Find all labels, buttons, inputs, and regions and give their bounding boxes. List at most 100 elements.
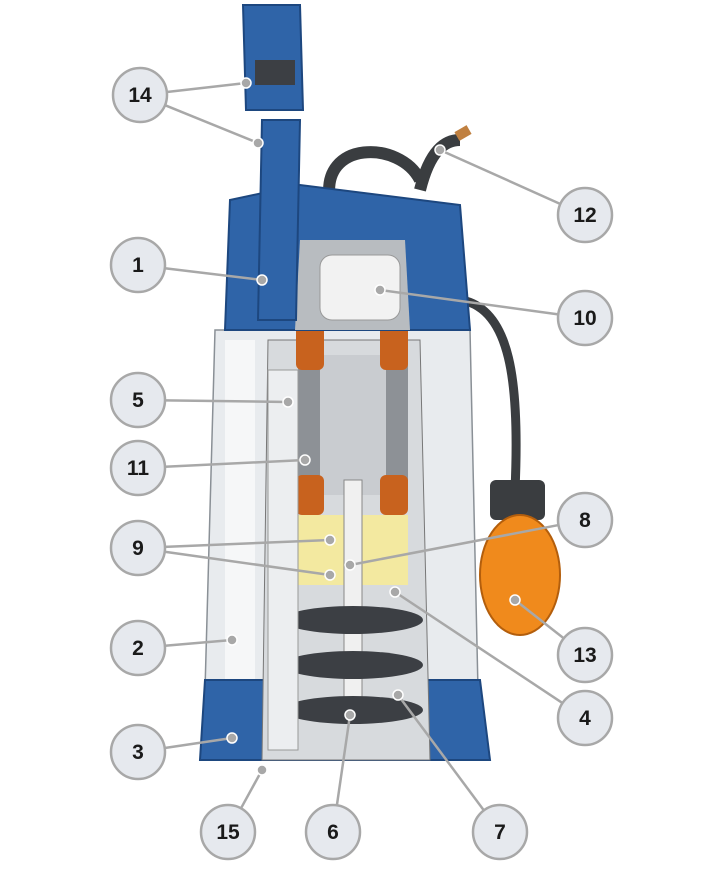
callout-number: 15 — [216, 821, 240, 844]
callout-number: 3 — [132, 741, 144, 764]
callout-number: 9 — [132, 537, 144, 560]
callout-4: 4 — [389, 586, 614, 747]
outlet-pipe — [256, 119, 302, 321]
leader-dot — [256, 764, 268, 776]
leader-line — [379, 288, 559, 316]
leader-dot — [252, 137, 264, 149]
callout-3: 3 — [109, 723, 238, 781]
callout-circle — [556, 491, 614, 549]
leader-line — [164, 638, 233, 647]
leader-line — [349, 523, 559, 567]
callout-circle — [109, 723, 167, 781]
leader-dot — [344, 559, 356, 571]
callout-11: 11 — [109, 439, 311, 497]
leader-dot — [299, 454, 311, 466]
leader-dot — [324, 534, 336, 546]
leader-line — [164, 267, 263, 282]
callout-circle — [304, 803, 362, 861]
callout-circle — [109, 439, 167, 497]
leader-dot — [226, 634, 238, 646]
leader-dot — [344, 709, 356, 721]
callout-circle — [556, 689, 614, 747]
callout-number: 8 — [579, 509, 591, 532]
callout-number: 13 — [573, 644, 596, 667]
leader-line — [239, 769, 264, 809]
rotor — [320, 355, 386, 495]
callout-circle — [199, 803, 257, 861]
cable-connector — [454, 125, 472, 141]
leader-line — [164, 104, 259, 145]
leader-dot — [374, 284, 386, 296]
check-valve — [255, 60, 295, 85]
callout-circle — [556, 186, 614, 244]
impeller-1 — [283, 606, 423, 634]
leader-line — [335, 714, 352, 806]
leader-dot — [509, 594, 521, 606]
callout-10: 10 — [374, 284, 614, 347]
impeller-3 — [283, 696, 423, 724]
leader-line — [164, 550, 331, 577]
callout-number: 4 — [579, 707, 591, 730]
leader-line — [439, 148, 561, 206]
callout-number: 14 — [128, 84, 152, 107]
callout-number: 12 — [573, 204, 596, 227]
callout-6: 6 — [304, 709, 362, 861]
capacitor — [319, 254, 401, 321]
callout-8: 8 — [344, 491, 614, 571]
casing-highlight — [225, 340, 255, 680]
leader-dot — [226, 732, 238, 744]
callout-15: 15 — [199, 764, 268, 861]
callout-circle — [109, 236, 167, 294]
callout-2: 2 — [109, 619, 238, 677]
power-cable — [323, 146, 426, 201]
callout-5: 5 — [109, 371, 294, 429]
winding-top-right — [380, 325, 408, 370]
callout-number: 11 — [127, 457, 150, 480]
leader-line — [164, 458, 306, 468]
callout-12: 12 — [434, 144, 614, 244]
leader-line — [164, 399, 289, 404]
leader-line — [166, 81, 247, 94]
winding-bottom-right — [380, 475, 408, 515]
callout-1: 1 — [109, 236, 268, 294]
shaft — [343, 479, 363, 721]
leader-dot — [392, 689, 404, 701]
leader-line — [394, 590, 564, 705]
callout-circle — [109, 371, 167, 429]
leader-line — [514, 599, 565, 640]
float-cable — [460, 295, 521, 491]
leader-dot — [282, 396, 294, 408]
callout-circle — [471, 803, 529, 861]
float-switch — [479, 514, 561, 636]
callouts: 14 12 1 10 5 11 8 9 2 13 4 3 15 6 7 — [109, 66, 614, 861]
float-holder — [490, 480, 545, 520]
winding-top-left — [296, 325, 324, 370]
leader-line — [396, 694, 485, 812]
leader-dot — [389, 586, 401, 598]
callout-14: 14 — [111, 66, 264, 149]
callout-number: 1 — [132, 254, 144, 277]
callout-13: 13 — [509, 594, 614, 684]
leader-dot — [256, 274, 268, 286]
callout-circle — [111, 66, 169, 124]
callout-9: 9 — [109, 519, 336, 581]
delivery-pipe — [267, 369, 299, 751]
winding-bottom-left — [296, 475, 324, 515]
callout-number: 6 — [327, 821, 339, 844]
leader-line — [164, 538, 331, 549]
callout-circle — [109, 519, 167, 577]
callout-number: 2 — [132, 637, 144, 660]
leader-line — [164, 736, 233, 750]
leader-dot — [240, 77, 252, 89]
callout-circle — [109, 619, 167, 677]
callout-number: 5 — [132, 389, 144, 412]
outlet-adapter — [241, 4, 305, 111]
callout-7: 7 — [392, 689, 529, 861]
callout-number: 10 — [573, 307, 596, 330]
callout-number: 7 — [494, 821, 506, 844]
leader-dot — [434, 144, 446, 156]
callout-circle — [556, 289, 614, 347]
leader-dot — [324, 569, 336, 581]
